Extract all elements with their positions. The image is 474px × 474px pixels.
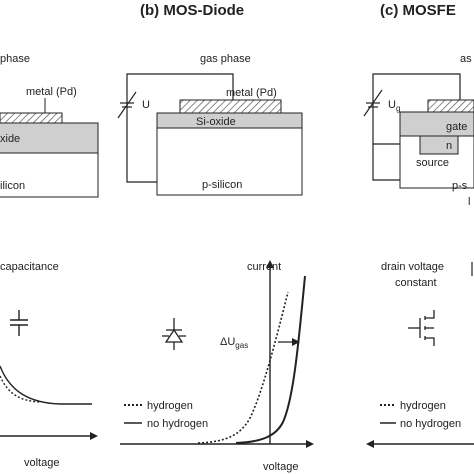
diode-symbol [162, 318, 186, 350]
panel-c-phase-label: as [460, 53, 472, 65]
panel-c-oxide-layer [399, 111, 474, 137]
panel-b-shift-main: ΔU [220, 336, 235, 348]
panel-c-legend-no-hydrogen: no hydrogen [400, 418, 461, 430]
panel-b-legend-no-hydrogen: no hydrogen [147, 418, 208, 430]
panel-a-oxide-label: xide [0, 133, 20, 145]
panel-a-metal-label: metal (Pd) [26, 86, 77, 98]
panel-a: phase metal (Pd) xide ilicon capacitance… [0, 53, 99, 469]
panel-a-curve-no-hydrogen [0, 365, 92, 405]
panel-c-source-region-label: source [416, 157, 449, 169]
panel-c: (c) MOSFE as Ug gate n source p-s l drai… [363, 2, 474, 448]
panel-b-plot-xlabel: voltage [263, 461, 298, 473]
panel-b-metal-layer [179, 99, 282, 114]
mosfet-symbol [408, 310, 435, 346]
panel-b-oxide-label: Si-oxide [196, 116, 236, 128]
panel-b-phase-label: gas phase [200, 53, 251, 65]
panel-b-plot-ylabel: current [247, 261, 281, 273]
panel-c-edge-label: l [468, 196, 470, 208]
panel-c-source-label: Ug [388, 99, 400, 113]
panel-b-curve-hydrogen [197, 291, 289, 444]
panel-a-curve-hydrogen [0, 375, 41, 403]
panel-c-n-label: n [446, 140, 452, 152]
panel-b-substrate [156, 127, 303, 196]
panel-b-title: (b) MOS-Diode [140, 2, 244, 19]
panel-a-substrate [0, 152, 99, 198]
panel-a-oxide-layer [0, 122, 99, 154]
panel-b-shift-label: ΔUgas [220, 336, 248, 350]
panel-c-substrate-label: p-s [452, 180, 468, 192]
panel-b-voltage-source [117, 91, 137, 119]
panel-b-curve-no-hydrogen [235, 275, 306, 444]
panel-c-gate-metal [427, 99, 474, 113]
panel-a-phase-label: phase [0, 53, 30, 65]
panel-c-source-region [419, 135, 459, 155]
panel-b-substrate-label: p-silicon [202, 179, 242, 191]
panel-c-legend-hydrogen: hydrogen [400, 400, 446, 412]
panel-c-source-sub: g [396, 104, 400, 113]
panel-c-gate-label: gate [446, 121, 467, 133]
panel-a-metal-layer [0, 112, 63, 124]
panel-c-source-main: U [388, 99, 396, 111]
panel-b-source-label: U [142, 99, 150, 111]
panel-b-metal-label: metal (Pd) [226, 87, 277, 99]
panel-a-plot-xlabel: voltage [24, 457, 59, 469]
panel-b-legend-hydrogen: hydrogen [147, 400, 193, 412]
capacitor-symbol [10, 310, 28, 336]
panel-b-circuit [126, 73, 234, 183]
panel-c-plot-header-line2: constant [395, 277, 437, 289]
panel-b: (b) MOS-Diode gas phase U metal (Pd) Si-… [117, 2, 314, 473]
panel-b-shift-sub: gas [235, 341, 248, 350]
panel-a-substrate-label: ilicon [0, 180, 25, 192]
panel-c-plot-header-line1: drain voltage [381, 261, 444, 273]
panel-c-voltage-source [363, 89, 383, 117]
panel-a-plot-ylabel: capacitance [0, 261, 59, 273]
panel-c-title: (c) MOSFE [380, 2, 456, 19]
